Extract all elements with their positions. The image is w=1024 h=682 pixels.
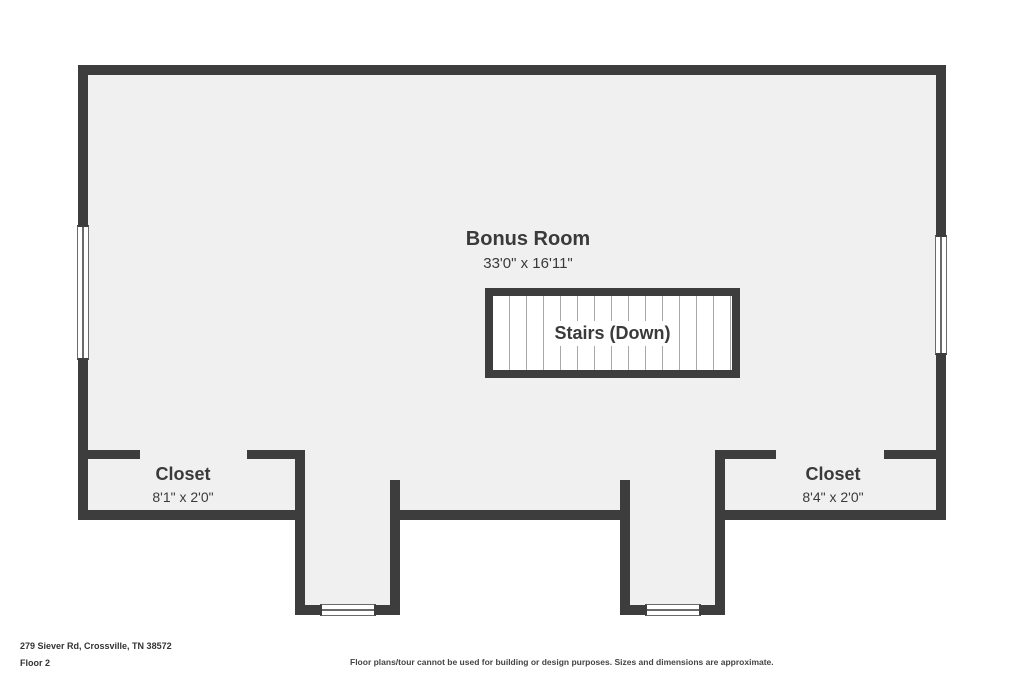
wall-top	[78, 65, 946, 75]
window-right-wall	[935, 235, 947, 355]
footer-address: 279 Siever Rd, Crossville, TN 38572	[20, 641, 172, 651]
wall-closet-left-b	[247, 450, 305, 459]
closet-left-name: Closet	[155, 464, 211, 484]
closet-left-dims: 8'1" x 2'0"	[152, 489, 214, 505]
closet-right-dims: 8'4" x 2'0"	[802, 489, 864, 505]
wall-corridor-left-outer	[295, 450, 305, 615]
stairs-label: Stairs (Down)	[546, 320, 679, 346]
wall-closet-right-b	[884, 450, 946, 459]
wall-corridor-right-inner	[620, 480, 630, 615]
wall-closet-left-a	[78, 450, 140, 459]
wall-bottom-right	[715, 510, 946, 520]
wall-corridor-left-inner	[390, 480, 400, 615]
bonus-room-name: Bonus Room	[465, 228, 591, 250]
wall-bottom-middle	[390, 510, 630, 520]
stairs-down: Stairs (Down)	[485, 288, 740, 378]
closet-right-name: Closet	[805, 464, 861, 484]
floor-corridor-left	[295, 520, 400, 615]
wall-closet-right-a	[715, 450, 776, 459]
window-corridor-left	[320, 604, 376, 616]
floor-corridor-right	[620, 520, 725, 615]
bonus-room-dims: 33'0" x 16'11"	[483, 255, 573, 272]
wall-bottom-left	[78, 510, 305, 520]
footer-disclaimer: Floor plans/tour cannot be used for buil…	[350, 657, 774, 667]
wall-corridor-right-outer	[715, 450, 725, 615]
footer-floor-number: Floor 2	[20, 658, 51, 668]
window-corridor-right	[645, 604, 701, 616]
window-left-wall	[77, 225, 89, 360]
